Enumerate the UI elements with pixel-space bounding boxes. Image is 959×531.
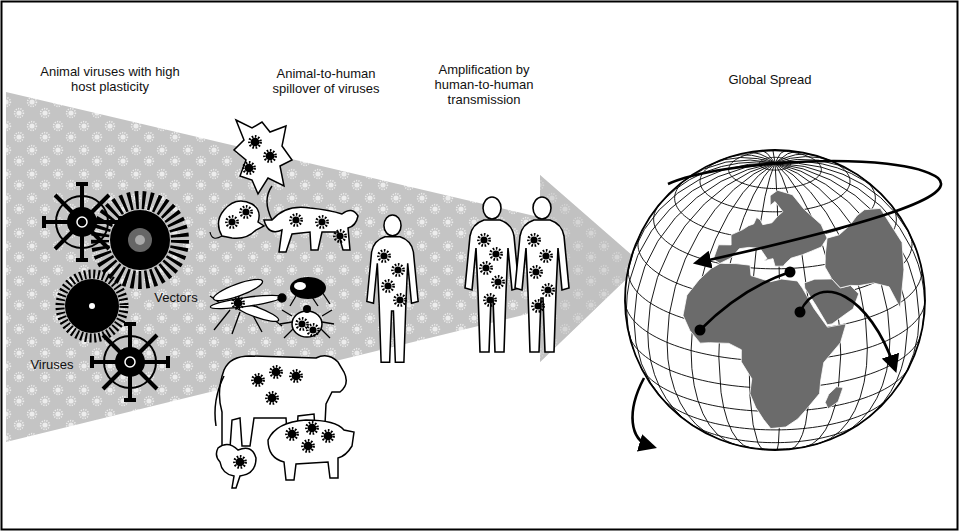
pig: [268, 420, 354, 480]
land-mass: [804, 279, 858, 325]
tick: [280, 305, 334, 338]
bat: [234, 120, 292, 194]
monkey: [264, 186, 358, 252]
stage-heading: Global Spread: [690, 72, 850, 87]
flea: [290, 277, 330, 306]
stage-heading: Animal-to-human spillover of viruses: [258, 66, 394, 96]
mosquito: [210, 275, 286, 334]
stage-heading: Animal viruses with high host plasticity: [35, 64, 185, 94]
group-label: Vectors: [141, 290, 211, 305]
human-figures: [367, 197, 569, 362]
chicken: [216, 444, 256, 488]
stage-heading: Amplification by human-to-human transmis…: [421, 62, 547, 107]
spread-arrows: [633, 161, 942, 446]
rodent: [210, 201, 264, 238]
globe: [625, 150, 925, 450]
group-label: Viruses: [17, 357, 87, 372]
land-mass: [825, 387, 843, 409]
